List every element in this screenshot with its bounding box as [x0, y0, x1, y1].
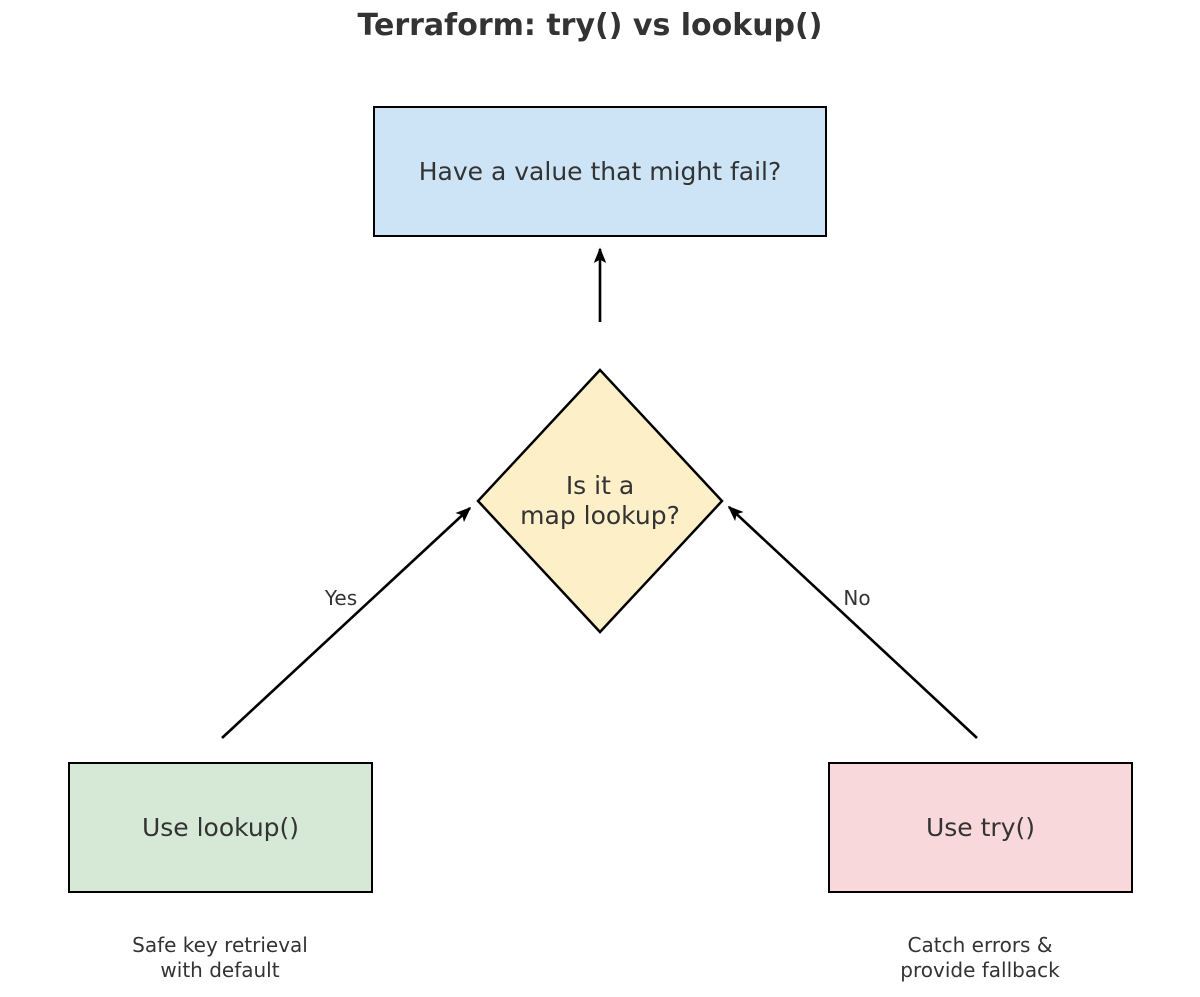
diagram-title: Terraform: try() vs lookup() — [357, 8, 823, 43]
node-use-try-box: Use try() — [828, 762, 1133, 893]
node-decision-label: Is it a map lookup? — [520, 471, 680, 530]
arrow-yes — [221, 506, 472, 739]
node-question-box: Have a value that might fail? — [373, 106, 827, 237]
node-use-lookup-box: Use lookup() — [68, 762, 373, 893]
caption-use-try: Catch errors & provide fallback — [900, 933, 1060, 982]
edge-label-no: No — [843, 586, 871, 610]
caption-use-lookup: Safe key retrieval with default — [132, 933, 308, 982]
arrow-no — [727, 505, 978, 739]
node-question-label: Have a value that might fail? — [418, 157, 782, 186]
node-use-try-label: Use try() — [925, 813, 1036, 842]
node-decision-diamond — [476, 368, 724, 634]
edge-label-yes: Yes — [324, 586, 358, 610]
node-use-lookup-label: Use lookup() — [141, 813, 300, 842]
